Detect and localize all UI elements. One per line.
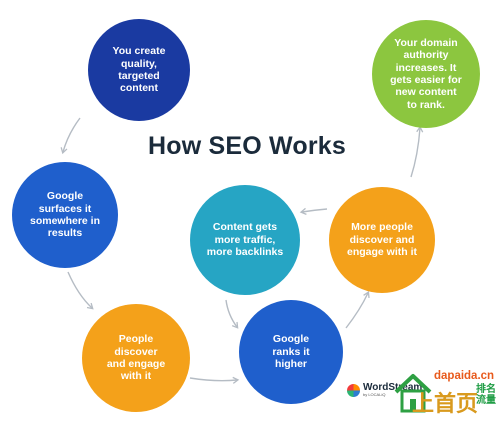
wordstream-logo-icon — [347, 383, 360, 397]
step-2-google-surfaces: Google surfaces it somewhere in results — [12, 162, 118, 268]
wordstream-sub: by LOCALiQ — [363, 392, 386, 397]
house-icon — [394, 374, 432, 413]
step-7-domain-authority: Your domain authority increases. It gets… — [372, 20, 480, 128]
step-5-label: More people discover and engage with it — [346, 221, 417, 259]
step-1-label: You create quality, targeted content — [112, 45, 166, 95]
step-4-google-ranks-higher: Google ranks it higher — [239, 300, 343, 404]
step-3-label: People discover and engage with it — [106, 333, 166, 383]
step-7-label: Your domain authority increases. It gets… — [390, 36, 462, 111]
dapaida-watermark: dapaida.cn 上首页 排名 流量 — [392, 368, 500, 421]
step-6-label: Content gets more traffic, more backlink… — [206, 221, 284, 259]
step-2-label: Google surfaces it somewhere in results — [29, 190, 101, 240]
arrow-6-to-4 — [225, 299, 239, 329]
watermark-main-text: 上首页 — [412, 392, 479, 417]
step-3-people-discover: People discover and engage with it — [82, 304, 190, 412]
arrow-4-to-5 — [345, 290, 370, 329]
watermark-side-text: 排名 流量 — [476, 384, 496, 406]
step-1-create-content: You create quality, targeted content — [88, 19, 190, 121]
arrow-5-to-7 — [410, 125, 424, 178]
wordstream-name: WordStream — [363, 382, 423, 393]
wordstream-logo: WordStream by LOCALiQ — [347, 383, 422, 397]
step-5-more-people-engage: More people discover and engage with it — [329, 187, 435, 293]
arrow-5-to-6 — [299, 207, 328, 215]
watermark-domain: dapaida.cn — [434, 370, 495, 382]
step-4-label: Google ranks it higher — [272, 333, 310, 371]
arrow-1-to-2 — [60, 117, 81, 155]
arrow-3-to-4 — [189, 376, 240, 384]
arrow-2-to-3 — [67, 271, 94, 310]
step-6-more-traffic-backlinks: Content gets more traffic, more backlink… — [190, 185, 300, 295]
diagram-title: How SEO Works — [148, 132, 347, 160]
